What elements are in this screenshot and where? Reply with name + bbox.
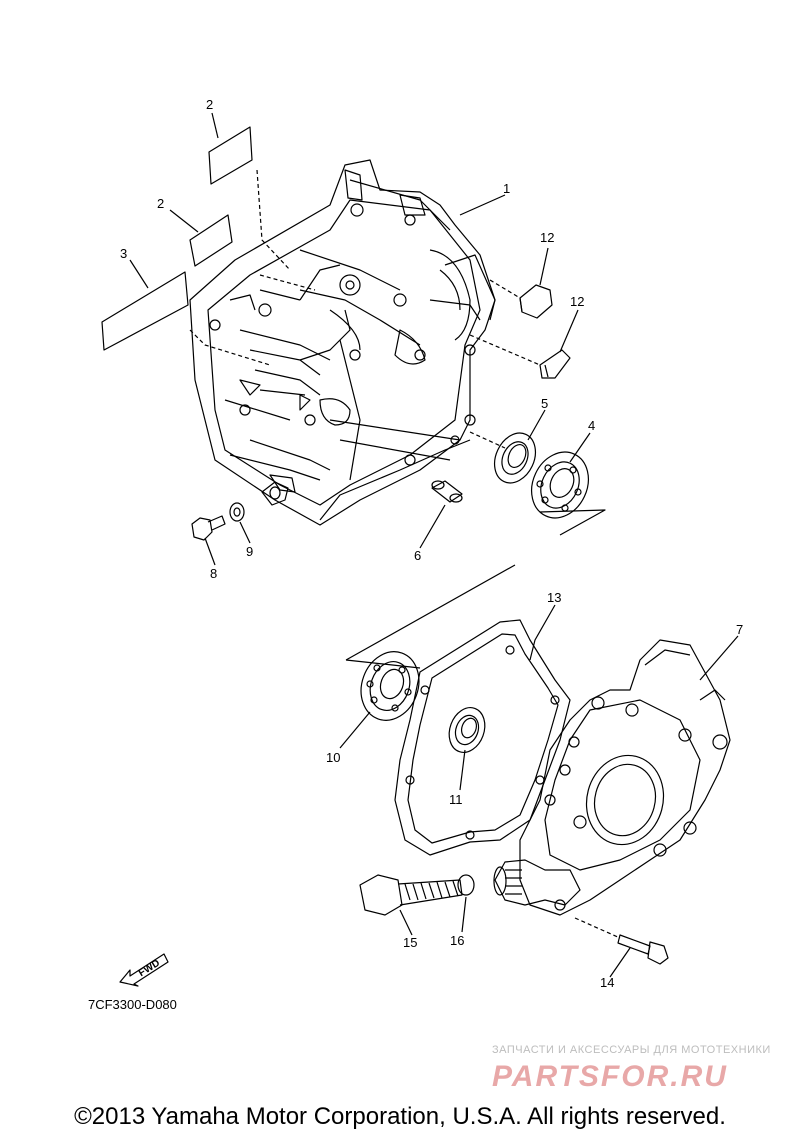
o-ring-16: [457, 874, 475, 896]
callout-15: 15: [403, 935, 417, 950]
bearing-4: [531, 451, 589, 519]
dipstick-15: [359, 874, 463, 916]
watermark-subtitle: ЗАПЧАСТИ И АКСЕССУАРЫ ДЛЯ МОТОТЕХНИКИ: [492, 1044, 771, 1056]
callout-13: 13: [547, 590, 561, 605]
callout-11: 11: [449, 792, 463, 807]
oil-filler-tube: [493, 859, 581, 906]
cap-12a: [519, 284, 553, 319]
copyright-notice: ©2013 Yamaha Motor Corporation, U.S.A. A…: [74, 1103, 726, 1130]
diagram-code: 7CF3300-D080: [88, 997, 177, 1012]
callout-2a: 2: [206, 97, 213, 112]
oil-seal-5: [493, 432, 537, 484]
callout-6: 6: [414, 548, 421, 563]
bearing-10: [360, 651, 420, 721]
drain-bolt-8: [191, 515, 226, 541]
label-plate-2b: [189, 214, 233, 267]
callout-8: 8: [210, 566, 217, 581]
callout-5: 5: [541, 396, 548, 411]
washer-9: [229, 502, 245, 522]
callout-16: 16: [450, 933, 464, 948]
cap-12b: [539, 349, 571, 379]
bolt-14: [617, 934, 669, 965]
crankcase-part: [189, 159, 496, 526]
fwd-arrow-icon: FWD: [119, 953, 169, 987]
label-plate-2a: [208, 126, 253, 185]
callout-1: 1: [503, 181, 510, 196]
callout-10: 10: [326, 750, 340, 765]
dowel-pin-6: [431, 480, 463, 503]
oil-seal-11: [448, 707, 486, 753]
callout-14: 14: [600, 975, 614, 990]
callout-12b: 12: [570, 294, 584, 309]
callout-7: 7: [736, 622, 743, 637]
crankcase-cover-7: [519, 639, 731, 916]
callout-4: 4: [588, 418, 595, 433]
callout-9: 9: [246, 544, 253, 559]
callout-3: 3: [120, 246, 127, 261]
watermark-logo: PARTSFOR.RU: [492, 1060, 728, 1092]
callout-2b: 2: [157, 196, 164, 211]
callout-12a: 12: [540, 230, 554, 245]
label-plate-3: [101, 271, 189, 351]
watermark-logo-text: PARTSFOR.RU: [492, 1060, 728, 1092]
